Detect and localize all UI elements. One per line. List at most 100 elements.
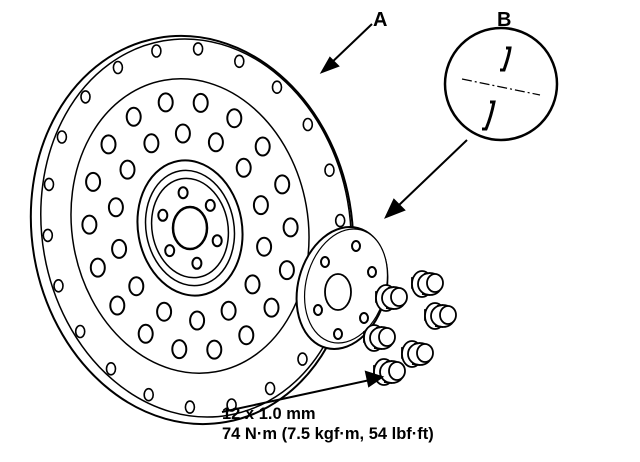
flywheel-hole xyxy=(206,339,223,360)
rim-hole xyxy=(43,177,55,192)
flywheel-hole xyxy=(238,325,255,346)
rim-hole xyxy=(234,54,245,69)
rim-hole xyxy=(226,398,237,412)
hub-bolt-hole xyxy=(191,256,203,270)
rim-hole xyxy=(105,361,117,376)
flywheel-hole xyxy=(119,159,136,180)
flywheel-hub-outer xyxy=(136,159,244,297)
flywheel-hole xyxy=(100,134,117,155)
flywheel-hole xyxy=(263,297,280,318)
hub-bolt-hole xyxy=(211,234,223,248)
flywheel-hole xyxy=(282,217,299,238)
flange-bolt xyxy=(363,324,396,352)
leader-a-line xyxy=(327,23,373,67)
flywheel-disc xyxy=(29,34,355,426)
flywheel-hole xyxy=(81,214,98,235)
hub-hole-group xyxy=(157,186,223,270)
drive-plate-hole xyxy=(359,312,369,324)
rim-hole xyxy=(184,400,196,414)
rim-hole xyxy=(112,60,124,75)
flywheel-hole xyxy=(171,339,188,360)
flywheel-hole xyxy=(235,157,252,178)
flywheel-inner-ring xyxy=(70,78,310,374)
flywheel-hub-inner xyxy=(150,177,230,279)
rim-hole xyxy=(264,381,276,396)
drive-plate-hole xyxy=(320,256,330,268)
rim-hole xyxy=(53,278,64,293)
leader-lines xyxy=(221,23,468,413)
leader-spec-line xyxy=(221,379,371,413)
rim-hole xyxy=(297,352,308,366)
flywheel-hole xyxy=(274,174,291,195)
leader-spec-arrowhead xyxy=(364,370,385,388)
bolt-group xyxy=(363,270,457,386)
flywheel-hole xyxy=(137,323,154,344)
flywheel-outer-rim xyxy=(29,34,355,426)
flywheel-hole xyxy=(256,236,273,257)
leader-b-line xyxy=(397,139,468,207)
flywheel-hole xyxy=(128,276,145,297)
flange-bolt xyxy=(375,284,408,312)
rim-hole xyxy=(271,80,283,94)
outer-hole-group xyxy=(81,92,299,360)
flywheel-hole xyxy=(89,257,106,278)
rim-hole xyxy=(151,44,162,58)
flange-bolt xyxy=(373,358,406,386)
flywheel-hole xyxy=(192,92,209,113)
bolt-torque: 74 N·m (7.5 kgf·m, 54 lbf·ft) xyxy=(222,425,434,443)
flywheel-hole xyxy=(156,301,173,322)
callout-label-b: B xyxy=(497,9,512,31)
leader-b-arrowhead xyxy=(384,198,406,219)
flywheel-hole xyxy=(189,310,206,331)
flywheel-hole xyxy=(278,260,295,281)
leader-a-arrowhead xyxy=(319,56,340,74)
flywheel-hole xyxy=(109,295,126,316)
rim-hole xyxy=(192,42,204,56)
flywheel-center-bore xyxy=(171,205,209,251)
flange-bolt xyxy=(424,302,457,330)
flywheel-hole xyxy=(252,195,269,216)
rim-hole xyxy=(74,324,86,339)
flywheel-hole xyxy=(111,238,128,259)
rim-hole xyxy=(334,213,346,228)
drive-plate-hole xyxy=(313,304,323,316)
detail-b-circle xyxy=(443,26,559,142)
hub-bolt-hole xyxy=(157,208,169,222)
detail-b-mark-lower xyxy=(482,100,496,131)
rim-hole xyxy=(302,117,314,132)
flywheel-hole xyxy=(220,300,237,321)
inner-hole-group xyxy=(107,123,273,331)
bolt-thread-size: 12 x 1.0 mm xyxy=(222,405,316,423)
detail-b-mark-upper xyxy=(500,46,512,72)
detail-b-magnifier xyxy=(443,26,559,142)
drive-plate-hole xyxy=(367,266,377,278)
hub-bolt-hole xyxy=(164,244,176,258)
drive-plate xyxy=(295,226,389,350)
flange-bolt xyxy=(401,340,434,368)
flywheel-hole xyxy=(226,108,243,129)
drive-plate-hole xyxy=(351,240,361,252)
bolt-spec: 12 x 1.0 mm 74 N·m (7.5 kgf·m, 54 lbf·ft… xyxy=(222,404,434,444)
callout-label-a: A xyxy=(373,9,388,31)
flywheel-hole xyxy=(107,197,124,218)
detail-b-centerline xyxy=(461,78,541,96)
drive-plate-hole xyxy=(333,328,343,340)
flywheel-hub-mid xyxy=(144,169,236,287)
rim-hole xyxy=(42,228,54,243)
rim-hole xyxy=(56,130,68,144)
flywheel-hole xyxy=(174,123,191,144)
flywheel-hole xyxy=(207,132,224,153)
flywheel-hole xyxy=(254,136,271,157)
flywheel-hole xyxy=(143,133,160,154)
rim-hole xyxy=(80,90,91,104)
hub-bolt-hole xyxy=(177,186,189,200)
flywheel-rim-edge xyxy=(40,38,352,418)
rim-hole xyxy=(324,163,335,177)
flywheel-hole xyxy=(125,106,142,127)
flange-bolt xyxy=(411,270,444,298)
flywheel-hole xyxy=(157,92,174,113)
rim-hole xyxy=(143,387,154,402)
flywheel-hole xyxy=(85,171,102,192)
flywheel-hole xyxy=(244,274,261,295)
